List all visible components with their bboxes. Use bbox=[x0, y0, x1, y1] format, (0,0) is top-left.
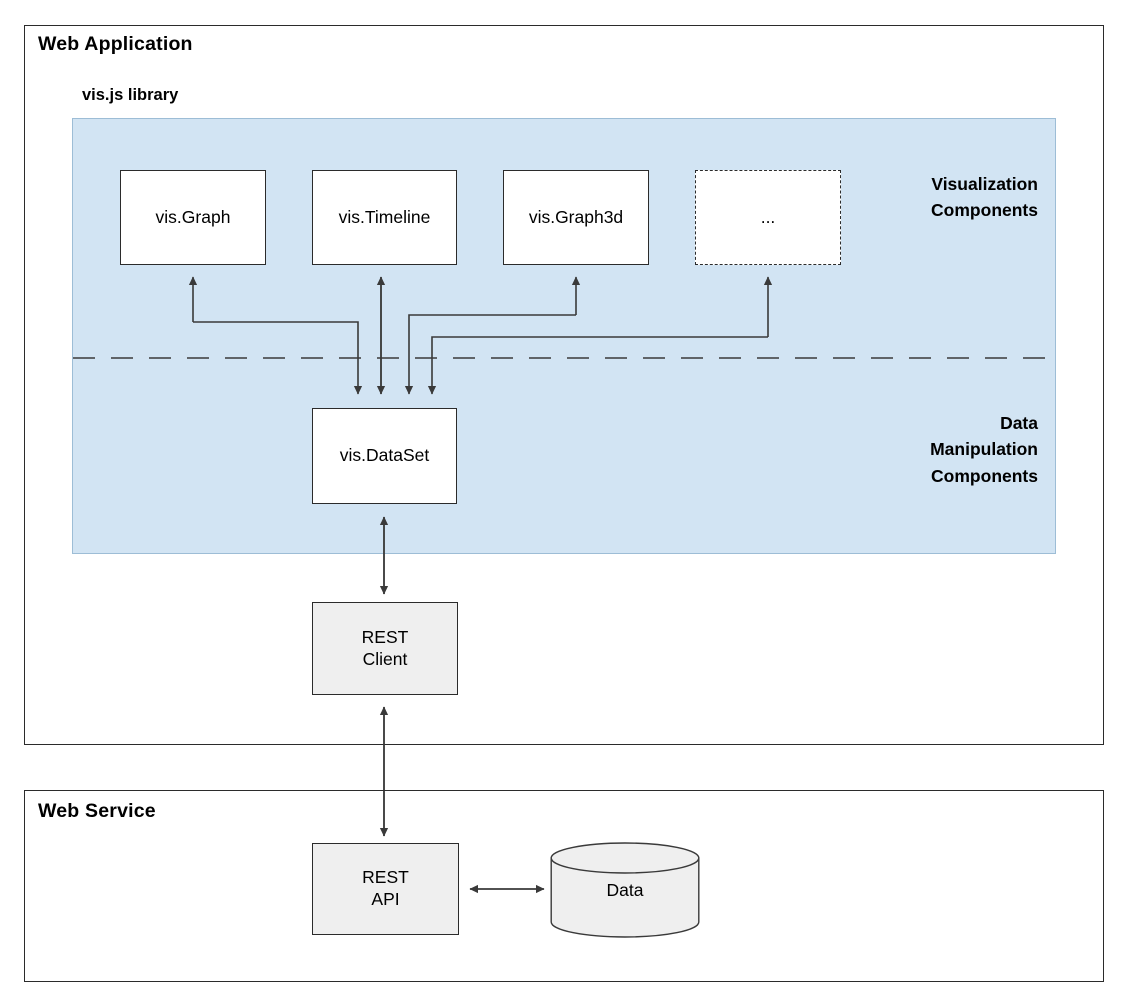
web-application-title: Web Application bbox=[38, 33, 193, 55]
node-rest-client[interactable]: REST Client bbox=[312, 602, 458, 695]
node-more-components[interactable]: ... bbox=[695, 170, 841, 265]
web-service-frame bbox=[24, 790, 1104, 982]
node-rest-api[interactable]: REST API bbox=[312, 843, 459, 935]
node-database[interactable]: Data bbox=[550, 842, 700, 938]
web-service-title: Web Service bbox=[38, 800, 156, 822]
web-application-frame bbox=[24, 25, 1104, 745]
node-vis-graph[interactable]: vis.Graph bbox=[120, 170, 266, 265]
node-vis-dataset[interactable]: vis.DataSet bbox=[312, 408, 457, 504]
visjs-library-label: vis.js library bbox=[82, 86, 179, 104]
database-label: Data bbox=[606, 879, 644, 900]
node-vis-graph3d[interactable]: vis.Graph3d bbox=[503, 170, 649, 265]
database-cylinder-icon bbox=[550, 842, 700, 938]
data-manipulation-components-label: Data Manipulation Components bbox=[930, 413, 1038, 486]
visualization-components-label: Visualization Components bbox=[931, 174, 1038, 221]
node-vis-timeline[interactable]: vis.Timeline bbox=[312, 170, 457, 265]
